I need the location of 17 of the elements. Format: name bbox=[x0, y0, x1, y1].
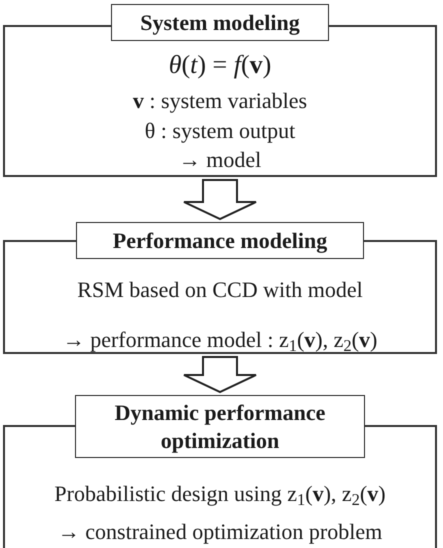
method-text: RSM based on CCD with model bbox=[77, 277, 363, 303]
equation: θ(t) = f(v) bbox=[168, 49, 272, 81]
stage-heading: Performance modeling bbox=[112, 226, 328, 254]
stage-heading: System modeling bbox=[140, 8, 300, 36]
block-arrow bbox=[183, 356, 257, 394]
result-text: → performance model : z$_{1}$(v), z$_{2}$(v) bbox=[62, 327, 378, 353]
stage-heading: Dynamic performance optimization bbox=[114, 398, 326, 454]
block-arrow bbox=[183, 179, 257, 220]
stage-panel bbox=[3, 425, 437, 548]
heading-frame bbox=[76, 222, 364, 259]
heading-frame bbox=[75, 395, 365, 458]
result-text: → model bbox=[178, 146, 262, 174]
result-text: → constrained optimization problem bbox=[58, 518, 382, 546]
method-text: Probabilistic design using z$_{1}$(v), z$_{2}$(v) bbox=[54, 480, 386, 509]
definition-text: v : system variables bbox=[132, 87, 308, 115]
heading-frame bbox=[111, 4, 329, 41]
definition-text: θ : system output bbox=[144, 117, 296, 145]
